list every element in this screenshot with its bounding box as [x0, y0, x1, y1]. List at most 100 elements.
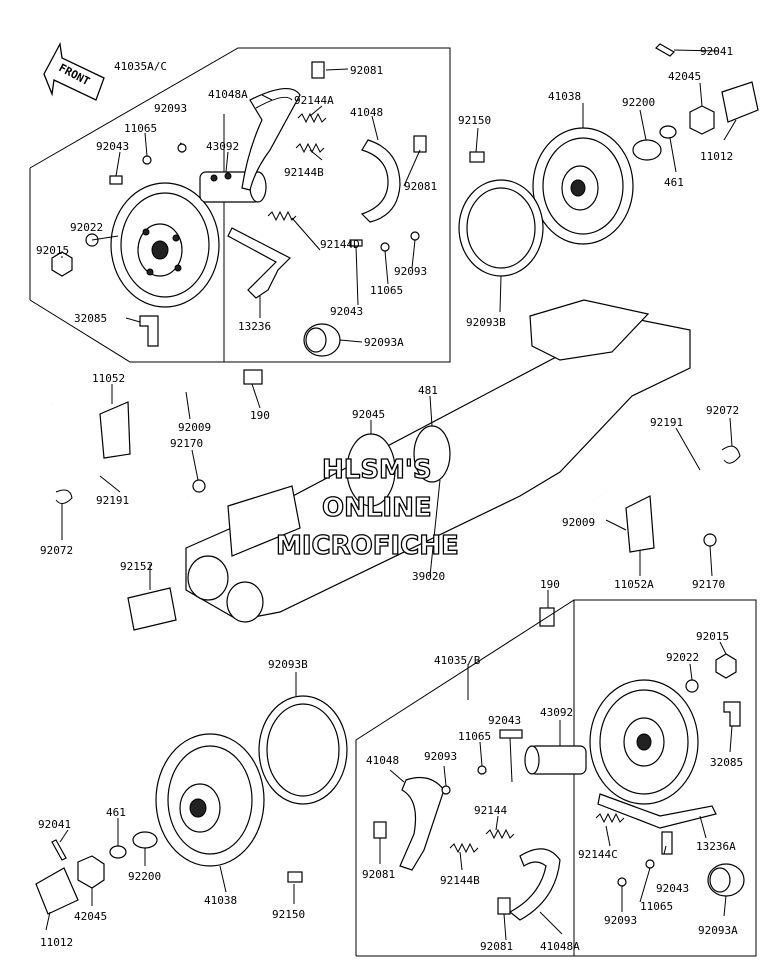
brake-cable-right — [587, 432, 739, 525]
axle-housing-39020 — [127, 299, 691, 631]
wheel-cylinder-upper — [199, 171, 267, 203]
label-92043: 92043 — [488, 714, 521, 727]
label-39020: 39020 — [412, 570, 445, 583]
label-32085: 32085 — [710, 756, 743, 769]
label-92170: 92170 — [170, 437, 203, 450]
label-92093B: 92093B — [466, 316, 506, 329]
part-labels: 41035A/C 92081 41048A 92144A 41048 92093… — [36, 45, 743, 953]
watermark: HLSM'S ONLINE MICROFICHE — [275, 454, 459, 561]
brake-panel-lower-right — [589, 679, 699, 805]
label-92093: 92093 — [154, 102, 187, 115]
small-parts-upper-left — [51, 61, 427, 347]
watermark-line-2: ONLINE — [322, 493, 432, 523]
spring-92144B — [295, 142, 325, 154]
label-92081: 92081 — [404, 180, 437, 193]
label-92072: 92072 — [706, 404, 739, 417]
label-190: 190 — [250, 409, 270, 422]
wheel-cylinder-lower — [524, 745, 587, 775]
label-92093: 92093 — [394, 265, 427, 278]
label-41035ac: 41035A/C — [114, 60, 167, 73]
spring-92144A — [297, 112, 327, 124]
label-92144D: 92144D — [320, 238, 360, 251]
label-11052: 11052 — [92, 372, 125, 385]
brake-cable-left — [37, 402, 189, 500]
upper-left-assembly-frame — [29, 47, 451, 363]
label-42045: 42045 — [74, 910, 107, 923]
label-41038: 41038 — [548, 90, 581, 103]
brake-drum-upper-right — [532, 127, 634, 245]
label-92144B: 92144B — [284, 166, 324, 179]
label-92081: 92081 — [480, 940, 513, 953]
label-11065: 11065 — [124, 122, 157, 135]
lower-right-assembly-frame — [355, 599, 757, 957]
lever-13236A — [597, 793, 717, 829]
hub-parts-lower-left — [35, 831, 303, 915]
label-11052A: 11052A — [614, 578, 654, 591]
label-11065: 11065 — [458, 730, 491, 743]
watermark-line-3: MICROFICHE — [276, 531, 459, 561]
label-92043: 92043 — [330, 305, 363, 318]
label-92041: 92041 — [38, 818, 71, 831]
boot-92093A-lower — [707, 863, 745, 897]
label-92144C: 92144C — [578, 848, 618, 861]
label-92022: 92022 — [70, 221, 103, 234]
boot-92093A-upper — [303, 323, 341, 357]
label-92191: 92191 — [650, 416, 683, 429]
label-92072: 92072 — [40, 544, 73, 557]
label-92144A: 92144A — [294, 94, 334, 107]
spring-92144 — [485, 828, 515, 840]
lever-13236 — [227, 227, 292, 299]
spring-92144D — [267, 210, 297, 222]
spring-92144C — [595, 812, 625, 824]
label-92144B: 92144B — [440, 874, 480, 887]
label-11012: 11012 — [700, 150, 733, 163]
label-190: 190 — [540, 578, 560, 591]
label-41038: 41038 — [204, 894, 237, 907]
label-92150: 92150 — [458, 114, 491, 127]
drum-seal-92093B-upper — [458, 179, 544, 277]
label-92043: 92043 — [96, 140, 129, 153]
label-92009: 92009 — [562, 516, 595, 529]
brake-panel-upper-left — [110, 182, 220, 308]
label-92043: 92043 — [656, 882, 689, 895]
label-13236A: 13236A — [696, 840, 736, 853]
brake-shoe-41048A-lower — [508, 848, 561, 921]
label-92081: 92081 — [350, 64, 383, 77]
label-481: 481 — [418, 384, 438, 397]
cable-brackets — [55, 369, 741, 627]
hub-parts-upper-right — [469, 43, 759, 163]
label-41048A: 41048A — [540, 940, 580, 953]
label-92191: 92191 — [96, 494, 129, 507]
label-92081: 92081 — [362, 868, 395, 881]
label-92152: 92152 — [120, 560, 153, 573]
front-arrow-icon: FRONT — [43, 41, 105, 101]
brake-shoe-41048-upper — [360, 139, 401, 223]
label-92015: 92015 — [36, 244, 69, 257]
label-92015: 92015 — [696, 630, 729, 643]
label-92200: 92200 — [128, 870, 161, 883]
label-92093A: 92093A — [698, 924, 738, 937]
label-41035b: 41035/B — [434, 654, 481, 667]
spring-92144B-lower — [449, 842, 479, 854]
label-92045: 92045 — [352, 408, 385, 421]
label-461: 461 — [664, 176, 684, 189]
label-92022: 92022 — [666, 651, 699, 664]
watermark-line-1: HLSM'S — [322, 455, 432, 485]
label-11012: 11012 — [40, 936, 73, 949]
label-92009: 92009 — [178, 421, 211, 434]
label-41048: 41048 — [366, 754, 399, 767]
label-92150: 92150 — [272, 908, 305, 921]
label-92093: 92093 — [604, 914, 637, 927]
label-92144: 92144 — [474, 804, 507, 817]
drum-seal-92093B-lower — [258, 695, 348, 805]
label-92093A: 92093A — [364, 336, 404, 349]
label-92170: 92170 — [692, 578, 725, 591]
label-43092: 43092 — [540, 706, 573, 719]
brake-shoe-41048A-upper — [241, 88, 301, 191]
label-13236: 13236 — [238, 320, 271, 333]
label-43092: 43092 — [206, 140, 239, 153]
label-11065: 11065 — [370, 284, 403, 297]
label-41048A: 41048A — [208, 88, 248, 101]
label-92093: 92093 — [424, 750, 457, 763]
